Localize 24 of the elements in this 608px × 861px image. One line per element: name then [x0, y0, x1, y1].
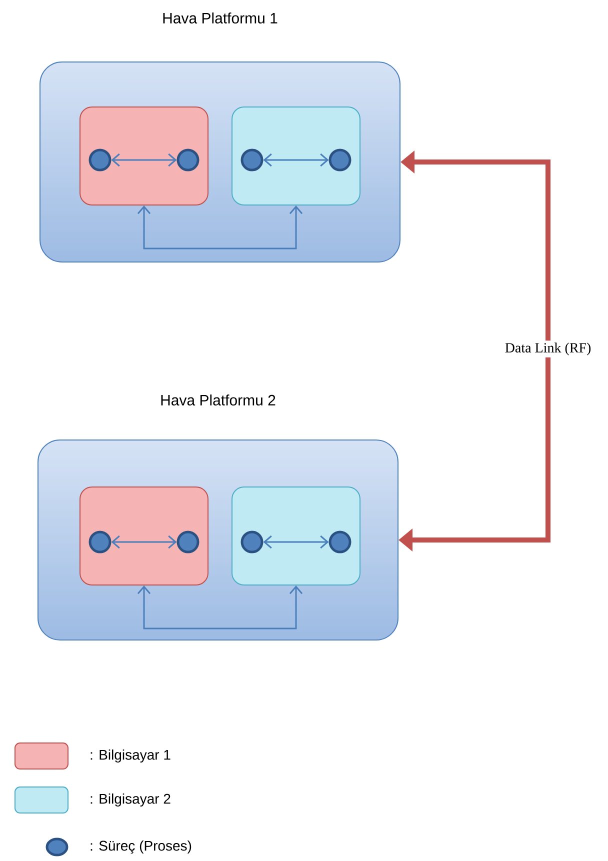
- arrow: [137, 206, 303, 250]
- computer-box: [232, 106, 360, 206]
- computer-box: [80, 486, 208, 586]
- platform-title: Hava Platformu 2: [161, 394, 276, 406]
- arrow: [263, 535, 329, 549]
- process-circle: [88, 148, 112, 172]
- arrow: [263, 153, 329, 167]
- arrow: [111, 535, 177, 549]
- process-circle: [176, 148, 200, 172]
- platform-title: Hava Platformu 1: [163, 12, 278, 24]
- legend-text: : Bilgisayar 2: [90, 793, 170, 807]
- legend-text: : Süreç (Proses): [90, 840, 192, 854]
- edge-label: Data Link (RF): [502, 340, 594, 358]
- process-circle: [240, 530, 264, 554]
- computer-box: [232, 486, 360, 586]
- arrow: [111, 153, 177, 167]
- arrow: [137, 586, 303, 630]
- legend-text: : Bilgisayar 1: [90, 749, 170, 763]
- process-circle: [328, 148, 352, 172]
- process-circle: [240, 148, 264, 172]
- computer-box: [80, 106, 208, 206]
- process-circle: [328, 530, 352, 554]
- process-circle: [176, 530, 200, 554]
- process-circle: [88, 530, 112, 554]
